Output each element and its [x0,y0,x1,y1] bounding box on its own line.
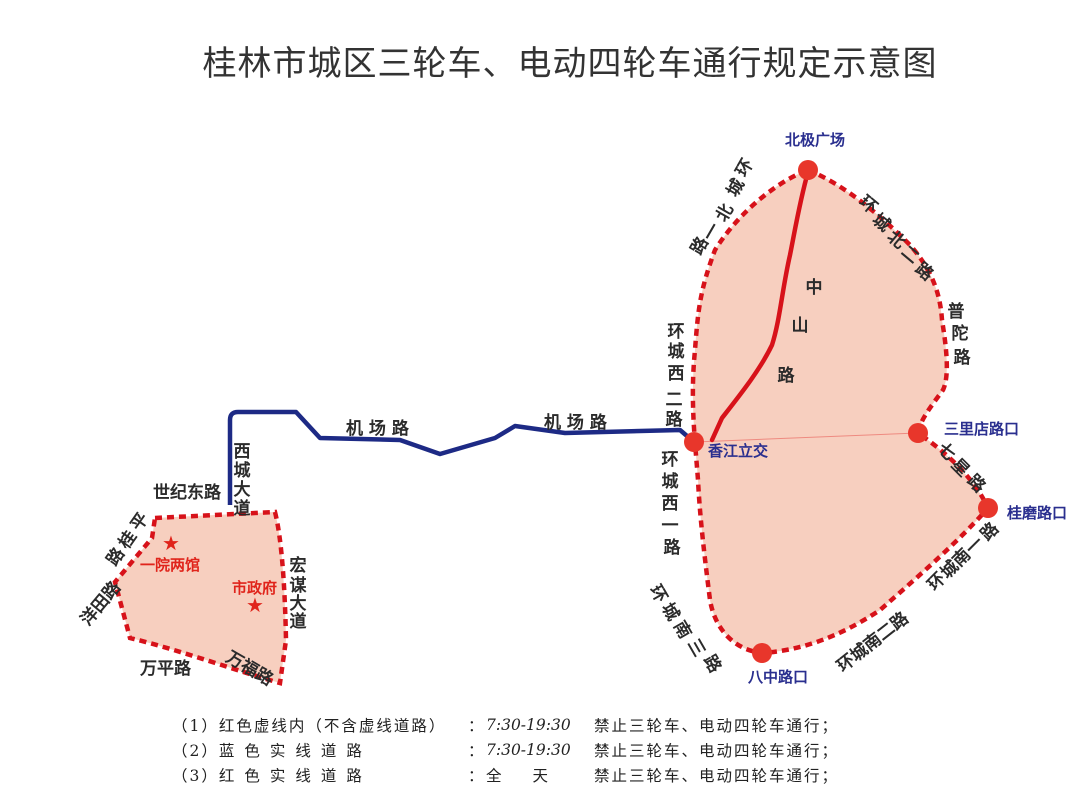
guimo-junction-node [978,498,998,518]
label-pinggui-road-char: 平 [127,509,153,534]
label-huancheng-south-3-road-char: 南 [669,617,696,642]
xiangjiang-interchange-node [684,432,704,452]
legend-3-index: （3） [172,766,219,785]
label-putuo-road-char: 路 [954,347,972,368]
label-huancheng-west-1-road-char: 一 [662,516,679,536]
label-xicheng-avenue-char: 城 [234,461,251,481]
label-huancheng-west-1-road-char: 路 [664,537,682,558]
label-putuo-road-char: 陀 [952,323,969,344]
label-huancheng-north-1-road-char: 城 [723,176,749,201]
legend-2-road: 蓝色实线道路 [218,741,372,760]
label-huancheng-north-1-road-char: 环 [732,156,758,181]
label-bazhong-junction: 八中路口 [747,668,808,686]
internal-faint-line [694,432,919,443]
label-hongmou-avenue-char: 宏 [290,555,307,576]
legend-2-sep: ： [468,741,484,760]
map-title: 桂林市城区三轮车、电动四轮车通行规定示意图 [202,44,938,84]
beiji-square-node [798,160,818,180]
label-zhongshan-road-char: 山 [792,316,809,336]
legend-2-time: 7:30-19:30 [486,740,571,759]
label-city-government: 市政府 [232,579,277,597]
label-xicheng-avenue-char: 道 [234,498,251,519]
legend-2-index: （2） [172,741,219,760]
label-huancheng-west-2-road-char: 路 [666,409,684,430]
label-zhongshan-road-char: 中 [806,277,823,298]
legend: （1）红色虚线内（不含虚线道路） ： 7:30-19:30 禁止三轮车、电动四轮… [172,712,872,787]
legend-row-2: （2）蓝色实线道路 ： 7:30-19:30 禁止三轮车、电动四轮车通行； [172,737,872,762]
label-huancheng-south-3-road-char: 城 [657,600,683,625]
airport-road-blue-line [227,409,696,505]
label-xicheng-avenue-char: 西 [234,442,251,462]
legend-3-road: 红色实线道路 [218,766,372,785]
west-restricted-zone [112,509,289,686]
label-huancheng-south-3-road-char: 环 [645,582,671,607]
legend-3-time: 全 天 [486,766,549,785]
label-hongmou-avenue-char: 大 [290,593,307,614]
label-huancheng-west-1-road-char: 城 [662,472,679,492]
legend-3-sep: ： [468,766,484,785]
label-airport-road-1: 机 场 路 [346,418,410,439]
label-xiangjiang-interchange: 香江立交 [708,442,768,460]
label-hongmou-avenue-char: 谋 [290,575,308,596]
sanlidian-junction-node [908,423,928,443]
star-icon-yiyuan: ★ [162,531,180,555]
label-yiyuan-lianguan: 一院两馆 [140,556,200,574]
bazhong-junction-node [752,643,772,663]
label-wanping-road: 万平路 [139,658,192,679]
label-airport-road-2: 机 场 路 [544,412,608,433]
legend-1-road: 红色虚线内（不含虚线道路） [218,716,447,735]
legend-2-rule: 禁止三轮车、电动四轮车通行； [594,741,840,760]
label-hongmou-avenue-char: 道 [290,611,307,632]
zhongshan-road-red-line [709,169,811,443]
label-putuo-road-char: 普 [948,301,965,322]
label-huancheng-south-3-road-char: 三 [683,636,709,661]
legend-row-1: （1）红色虚线内（不含虚线道路） ： 7:30-19:30 禁止三轮车、电动四轮… [172,712,872,737]
label-huancheng-west-1-road-char: 环 [662,450,679,470]
label-guimo-junction: 桂磨路口 [1006,504,1067,522]
legend-1-sep: ： [468,716,484,735]
legend-3-rule: 禁止三轮车、电动四轮车通行； [594,766,840,785]
label-huancheng-west-2-road-char: 二 [666,390,683,410]
label-beiji-square: 北极广场 [785,131,845,149]
legend-1-rule: 禁止三轮车、电动四轮车通行； [594,716,840,735]
label-zhongshan-road-char: 路 [778,365,796,386]
legend-1-index: （1） [172,716,219,735]
label-shiji-east-road: 世纪东路 [153,482,222,503]
label-huancheng-south-3-road-char: 路 [699,651,726,677]
label-xicheng-avenue-char: 大 [234,479,251,500]
legend-1-time: 7:30-19:30 [486,715,571,734]
label-huancheng-west-2-road-char: 城 [668,342,685,362]
legend-row-3: （3）红色实线道路 ： 全 天 禁止三轮车、电动四轮车通行； [172,762,872,787]
label-huancheng-west-1-road-char: 西 [662,494,679,514]
label-huancheng-west-2-road-char: 西 [668,364,685,384]
label-sanlidian-junction: 三里店路口 [944,420,1019,438]
label-huancheng-west-2-road-char: 环 [668,322,685,342]
star-icon-shizhengfu: ★ [246,593,264,617]
east-restricted-zone [690,167,991,656]
